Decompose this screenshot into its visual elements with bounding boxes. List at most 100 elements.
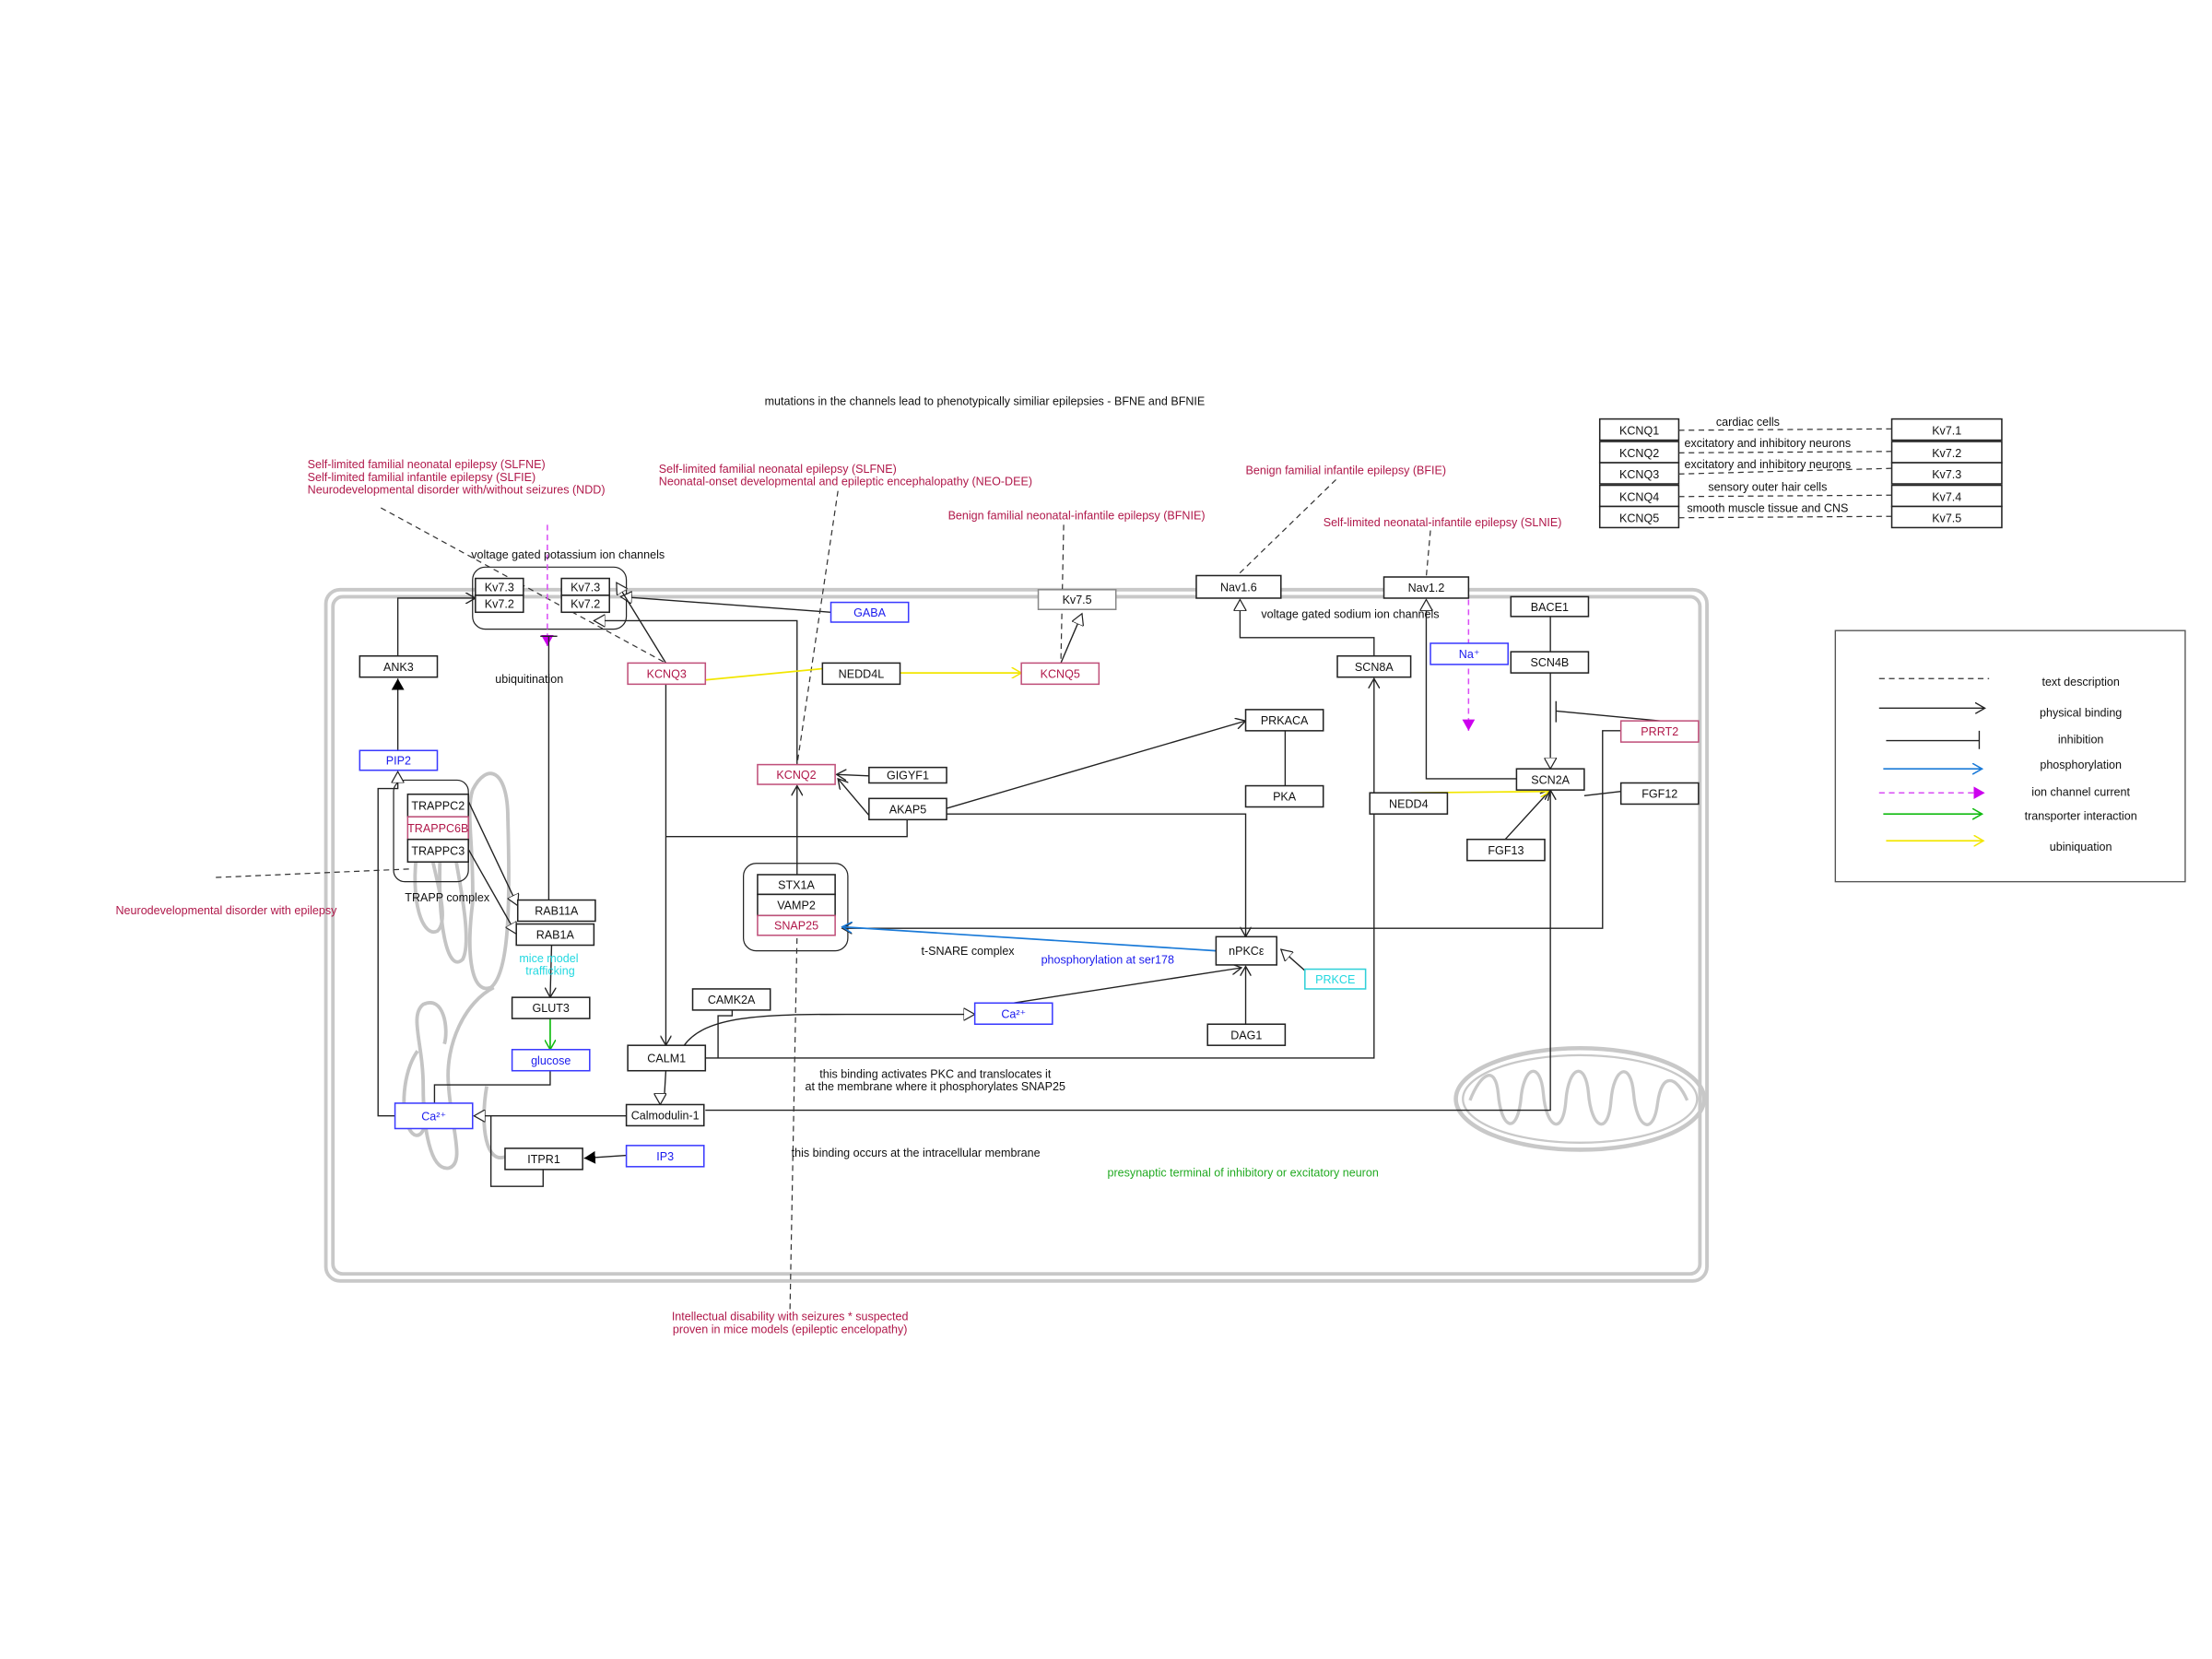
node-label: PKA bbox=[1273, 791, 1297, 804]
node-rab1a: RAB1A bbox=[515, 923, 595, 947]
node-box bbox=[868, 766, 947, 784]
disease-snap25-line1: Intellectual disability with seizures * … bbox=[672, 1311, 909, 1324]
node-glucose: glucose bbox=[511, 1049, 591, 1072]
edge-glucose-ca bbox=[433, 1070, 551, 1103]
cell-membrane-inner bbox=[331, 594, 1702, 1277]
node-box bbox=[1430, 642, 1509, 665]
legend-label: text description bbox=[2041, 676, 2119, 688]
node-label: FGF13 bbox=[1488, 844, 1524, 857]
node-kv72b: Kv7.2 bbox=[560, 594, 610, 614]
node-kv73b: Kv7.3 bbox=[560, 577, 610, 596]
node-label: Kv7.5 bbox=[1063, 594, 1092, 606]
node-calm1: CALM1 bbox=[627, 1044, 707, 1072]
node-ank3: ANK3 bbox=[359, 654, 439, 678]
node-prkaca: PRKACA bbox=[1244, 709, 1324, 732]
node-box bbox=[821, 662, 901, 686]
node-box bbox=[830, 601, 910, 623]
channel-box bbox=[1890, 462, 2003, 485]
tissue-label: smooth muscle tissue and CNS bbox=[1687, 502, 1848, 515]
node-trappc3: TRAPPC3 bbox=[406, 838, 469, 863]
node-box bbox=[1215, 935, 1277, 966]
legend-swatch-inhibition bbox=[1886, 730, 1981, 749]
dashed-nav16-disease bbox=[1236, 478, 1336, 576]
node-label: ITPR1 bbox=[527, 1153, 560, 1166]
node-box bbox=[516, 899, 596, 923]
node-label: Na⁺ bbox=[1459, 648, 1480, 661]
pkc-note-line2: at the membrane where it phosphorylates … bbox=[806, 1080, 1065, 1093]
node-label: TRAPPC3 bbox=[411, 845, 465, 858]
edge-fgf12-scn2a bbox=[1583, 790, 1621, 796]
na-channels-label: voltage gated sodium ion channels bbox=[1261, 607, 1439, 620]
edge-scn2a-nav12 bbox=[1426, 600, 1517, 780]
node-label: GLUT3 bbox=[532, 1002, 569, 1015]
node-box bbox=[627, 1044, 707, 1072]
mitochondrion-shape bbox=[1453, 1045, 1707, 1152]
edge-akap5-kcnq2 bbox=[838, 779, 870, 817]
tsnare-complex-box bbox=[743, 863, 849, 952]
node-fgf13: FGF13 bbox=[1466, 838, 1546, 862]
node-box bbox=[1515, 768, 1585, 791]
gene-box bbox=[1598, 418, 1680, 441]
node-kv72a: Kv7.2 bbox=[475, 594, 524, 614]
edge-ca-pip2 bbox=[377, 771, 397, 1117]
node-box bbox=[1369, 792, 1449, 815]
node-label: RAB1A bbox=[536, 929, 575, 942]
node-box bbox=[1510, 595, 1590, 618]
node-kv73a: Kv7.3 bbox=[475, 577, 524, 596]
dashed-trapp-disease bbox=[216, 868, 409, 878]
node-itpr1: ITPR1 bbox=[504, 1147, 583, 1171]
node-label: GABA bbox=[853, 606, 886, 619]
node-label: IP3 bbox=[656, 1150, 674, 1163]
intracellular-note: this binding occurs at the intracellular… bbox=[792, 1147, 1041, 1159]
legend-label: inhibition bbox=[2058, 734, 2104, 747]
edge-prrt2-snap25 bbox=[842, 730, 1621, 928]
node-label: Kv7.3 bbox=[571, 581, 600, 594]
disease-snap25-line2: proven in mice models (epileptic encelop… bbox=[673, 1323, 908, 1335]
node-trappc6b: TRAPPC6B bbox=[406, 816, 469, 841]
node-kcnq3: KCNQ3 bbox=[627, 662, 707, 686]
node-box bbox=[868, 797, 947, 821]
node-label: Calmodulin-1 bbox=[631, 1110, 700, 1123]
gene-label: KCNQ2 bbox=[1619, 447, 1659, 460]
disease-kcnq3-line1: Self-limited familial neonatal epilepsy … bbox=[308, 458, 546, 471]
node-label: TRAPPC2 bbox=[411, 800, 465, 813]
legend-label: ion channel current bbox=[2031, 785, 2130, 798]
edge-trappc2-rab11a bbox=[467, 801, 518, 905]
node-label: GIGYF1 bbox=[887, 770, 929, 782]
inhibition-prrt2-scn4b bbox=[1555, 700, 1661, 723]
tissue-label: cardiac cells bbox=[1716, 416, 1780, 429]
edge-calmodulin-scn2a bbox=[705, 790, 1550, 1112]
node-box bbox=[757, 763, 836, 785]
node-box bbox=[1619, 782, 1700, 806]
node-box bbox=[1466, 838, 1546, 862]
node-label: Nav1.2 bbox=[1408, 582, 1445, 594]
node-label: NEDD4 bbox=[1389, 797, 1429, 810]
node-pip2: PIP2 bbox=[359, 749, 439, 771]
node-label: nPKCε bbox=[1229, 945, 1265, 958]
node-kv75: Kv7.5 bbox=[1037, 589, 1117, 610]
top-note: mutations in the channels lead to phenot… bbox=[765, 394, 1206, 407]
cell-membrane-outer bbox=[324, 587, 1709, 1283]
disease-trapp: Neurodevelopmental disorder with epileps… bbox=[116, 904, 338, 917]
node-box bbox=[359, 654, 439, 678]
node-ca-mid: Ca²⁺ bbox=[973, 1002, 1053, 1025]
node-label: SCN4B bbox=[1530, 656, 1569, 669]
node-label: SCN8A bbox=[1355, 661, 1394, 674]
node-nedd4: NEDD4 bbox=[1369, 792, 1449, 815]
edge-ip3-itpr1 bbox=[583, 1150, 627, 1164]
disease-kcnq2-line2: Neonatal-onset developmental and epilept… bbox=[659, 476, 1032, 488]
edge-calm1-calmodulin1 bbox=[660, 1070, 665, 1105]
gene-label: KCNQ5 bbox=[1619, 512, 1659, 524]
node-label: TRAPPC6B bbox=[407, 822, 468, 835]
node-npkce: nPKCε bbox=[1215, 935, 1277, 966]
channel-label: Kv7.5 bbox=[1932, 512, 1961, 524]
disease-kcnq5: Benign familial neonatal-infantile epile… bbox=[948, 509, 1206, 522]
node-box bbox=[515, 923, 595, 947]
node-label: KCNQ2 bbox=[776, 769, 816, 782]
edge-itpr1-ca bbox=[489, 1115, 544, 1187]
node-label: AKAP5 bbox=[889, 803, 926, 816]
node-scn2a: SCN2A bbox=[1515, 768, 1585, 791]
node-box bbox=[627, 662, 707, 686]
edge-trappc3-rab1a bbox=[467, 849, 516, 934]
node-fgf12: FGF12 bbox=[1619, 782, 1700, 806]
